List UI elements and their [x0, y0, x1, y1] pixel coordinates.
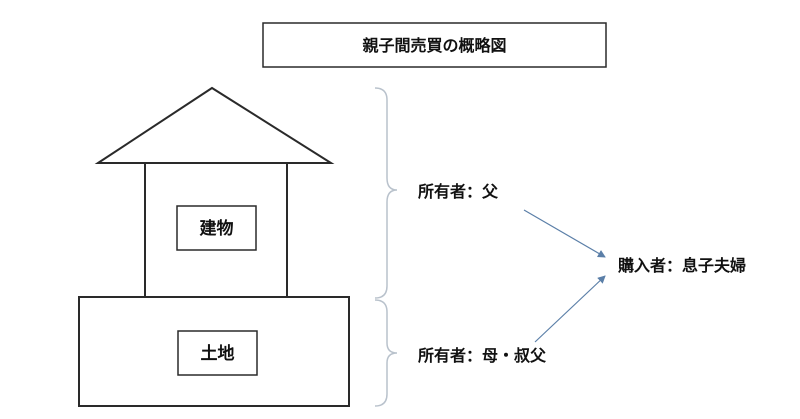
building-label-box: 建物: [176, 205, 257, 251]
title-box: 親子間売買の概略図: [262, 22, 607, 68]
building-brace: [374, 87, 398, 299]
land-label-box: 土地: [177, 330, 258, 376]
land-brace: [374, 299, 398, 407]
arrow-land-owner-to-buyer: [534, 275, 606, 343]
house-roof: [94, 86, 335, 164]
buyer-label: 購入者：息子夫婦: [617, 256, 746, 275]
land-owner-label: 所有者：母・叔父: [418, 346, 547, 365]
building-label: 建物: [200, 218, 234, 239]
land-label: 土地: [201, 343, 235, 364]
building-owner-label: 所有者：父: [418, 182, 499, 201]
diagram-title: 親子間売買の概略図: [362, 36, 506, 55]
arrow-building-owner-to-buyer: [523, 209, 606, 258]
